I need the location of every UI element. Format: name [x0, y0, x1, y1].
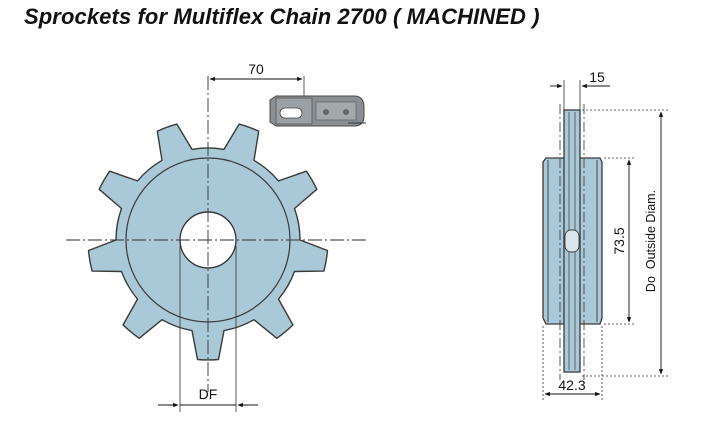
hub-width-dimension: 42.3 [542, 326, 603, 400]
sprocket-front-view [66, 76, 368, 392]
outside-diameter-label: Do Outside Diam. [644, 190, 658, 292]
hub-diameter-label: 73.5 [611, 227, 627, 254]
pitch-dimension-label: 70 [248, 61, 264, 77]
sprocket-side-view [542, 104, 603, 380]
chain-link [269, 95, 366, 127]
page-title: Sprockets for Multiflex Chain 2700 ( MAC… [24, 4, 540, 29]
bore-dimension: DF [158, 246, 258, 412]
width-dimension-label: 15 [589, 69, 605, 85]
hub-diameter-dimension: 73.5 [604, 157, 636, 325]
width-dimension: 15 [550, 69, 610, 110]
pitch-dimension: 70 [209, 61, 305, 98]
bore-dimension-label: DF [199, 386, 218, 402]
hub-width-label: 42.3 [558, 377, 585, 393]
outside-diameter-dimension: Do Outside Diam. [582, 109, 668, 377]
